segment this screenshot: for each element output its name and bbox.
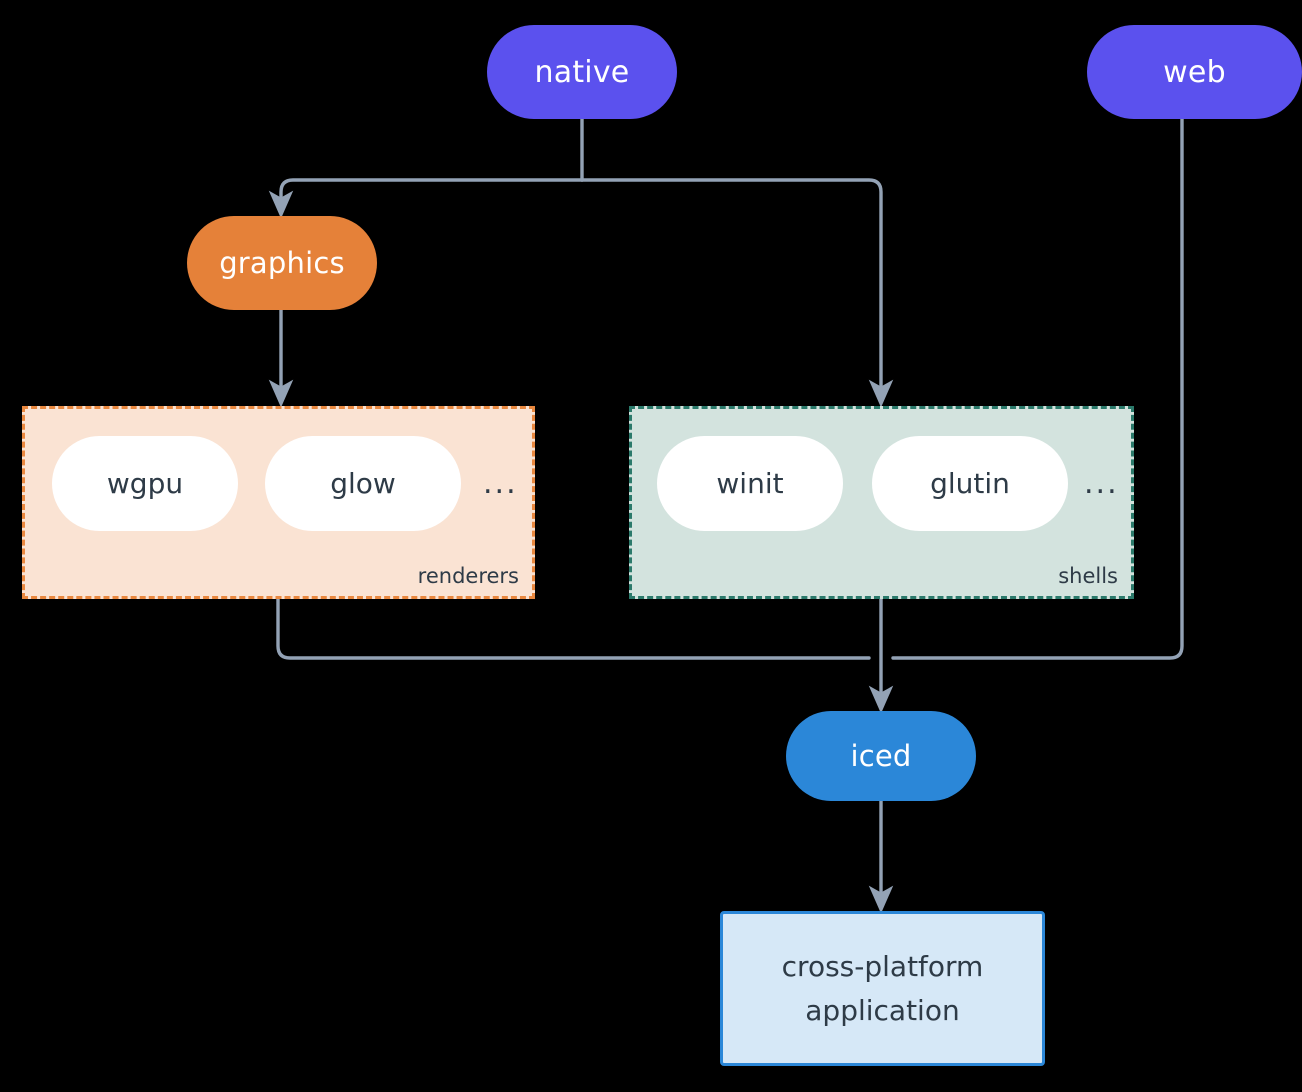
chip-wgpu-label: wgpu (106, 467, 184, 500)
group-shells[interactable]: winit glutin ... shells (629, 406, 1134, 599)
edge-renderers-to-iced (276, 597, 871, 660)
group-renderers-label: renderers (417, 564, 519, 588)
edge-native-to-graphics (268, 178, 584, 219)
group-shells-label: shells (1058, 564, 1118, 588)
shells-more-ellipsis: ... (1084, 466, 1119, 501)
chip-winit-label: winit (716, 467, 784, 500)
chip-glow-label: glow (330, 467, 396, 500)
chip-wgpu[interactable]: wgpu (52, 436, 238, 531)
renderers-more-ellipsis: ... (483, 466, 518, 501)
node-cross-platform-application[interactable]: cross-platform application (720, 911, 1045, 1066)
node-graphics[interactable]: graphics (187, 216, 377, 310)
node-native-label: native (534, 54, 630, 90)
group-renderers[interactable]: wgpu glow ... renderers (22, 406, 535, 599)
node-web[interactable]: web (1087, 25, 1302, 119)
chip-glow[interactable]: glow (265, 436, 461, 531)
node-native[interactable]: native (487, 25, 677, 119)
chip-glutin-label: glutin (930, 467, 1010, 500)
chip-winit[interactable]: winit (657, 436, 843, 531)
application-line-1: cross-platform (781, 950, 984, 984)
chip-glutin[interactable]: glutin (872, 436, 1068, 531)
node-iced-label: iced (850, 739, 912, 773)
node-web-label: web (1163, 54, 1226, 90)
edge-native-to-shells (580, 178, 894, 408)
application-line-2: application (805, 993, 960, 1027)
node-graphics-label: graphics (219, 246, 345, 280)
node-iced[interactable]: iced (786, 711, 976, 801)
